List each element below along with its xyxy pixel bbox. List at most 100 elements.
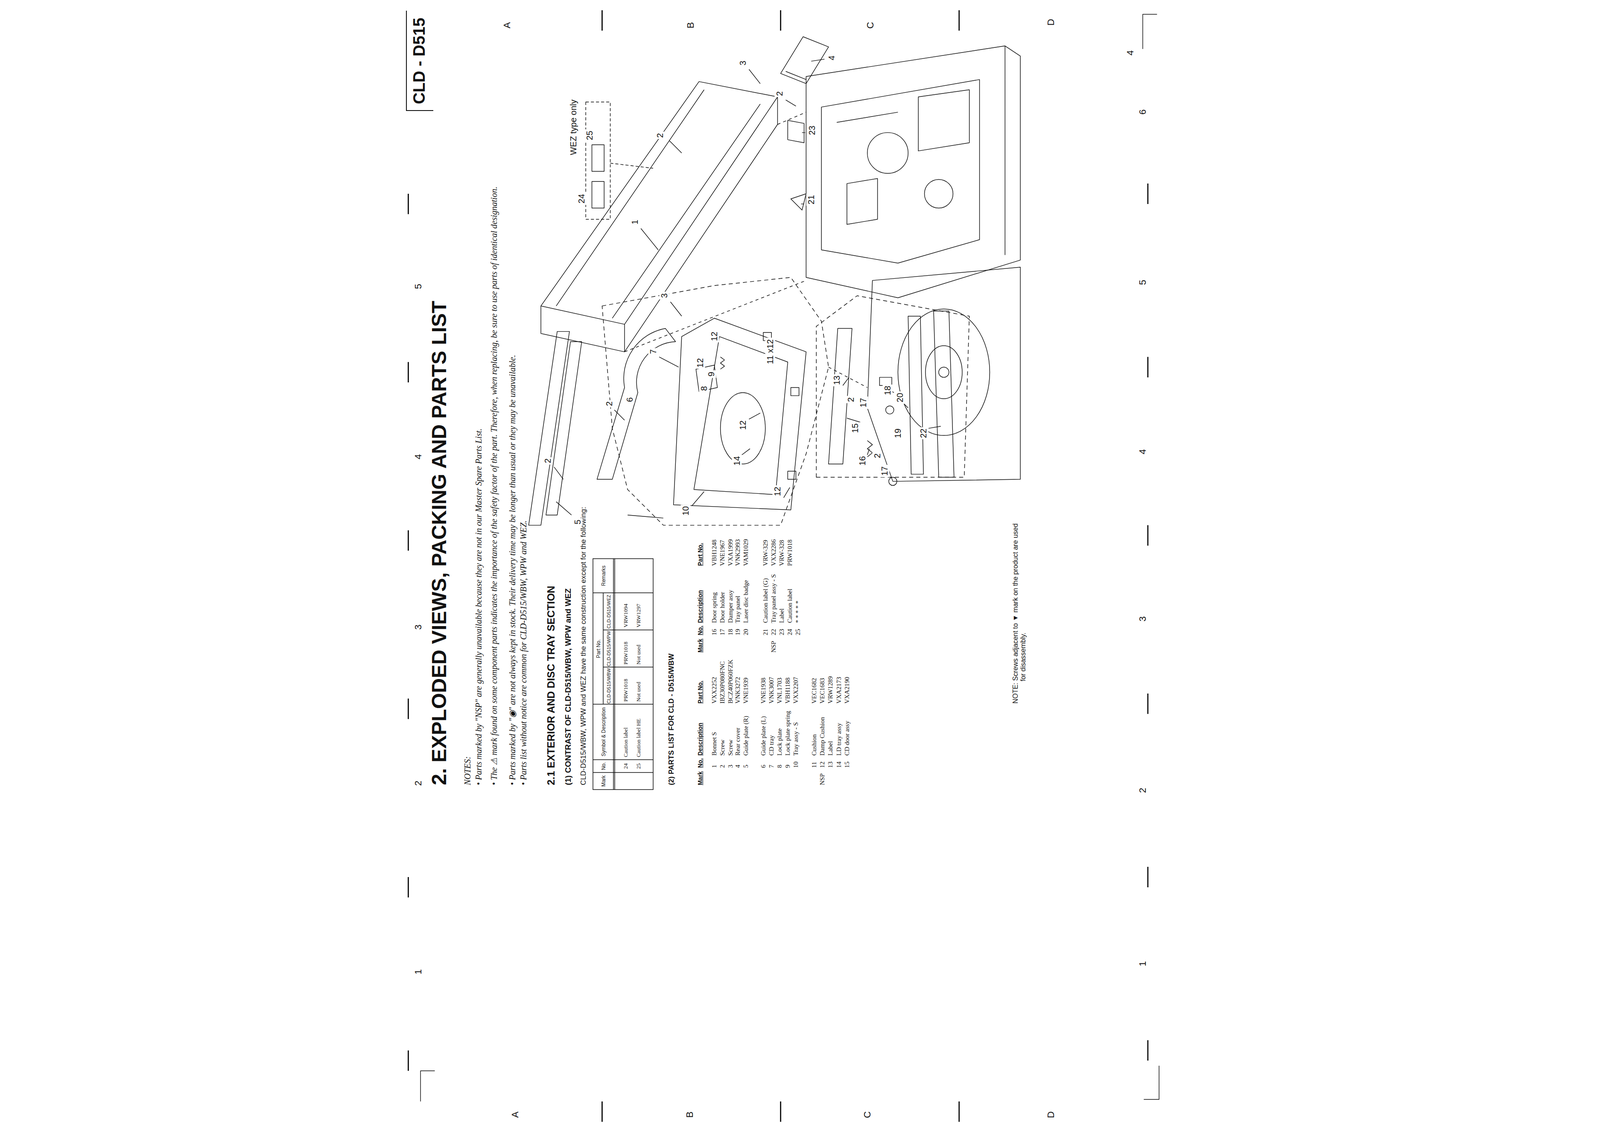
callout-number: 2 [846, 396, 856, 404]
callout-number: 24 [576, 192, 587, 205]
callout-number: 3 [737, 59, 748, 67]
table-header: Symbol & Description [600, 707, 607, 757]
table-header: No. [600, 762, 607, 771]
label-slot: 11 x12 [765, 338, 776, 366]
callout-number: 5 [572, 518, 583, 526]
label-slot: 10 [791, 761, 800, 768]
grid-marker: C [864, 21, 876, 29]
label-slot: CD tray [767, 735, 776, 757]
label-slot: 4 [1137, 449, 1149, 455]
label-slot: 12 [772, 485, 783, 498]
parts-list-text: LD tray assy [835, 723, 843, 757]
label-slot: 4 [1124, 50, 1136, 56]
label-slot: 5 [1137, 279, 1149, 285]
callout-number: 23 [807, 124, 818, 137]
parts-list-text: VEC1682 [810, 678, 818, 704]
label-slot: 8 [775, 764, 784, 769]
label-slot: NSP [769, 641, 778, 654]
parts-list-text: VRW-329 [762, 540, 770, 567]
label-slot: 3 [412, 624, 424, 630]
label-slot: 2 [718, 764, 727, 769]
parts-list-text: 13 [826, 761, 835, 768]
parts-list-text: Lock plate spring [784, 711, 792, 757]
label-slot: No. [696, 758, 704, 769]
grid-marker: 2 [412, 780, 424, 786]
label-slot: Damper assy [726, 589, 735, 624]
label-slot: Door spring [710, 592, 719, 624]
grid-marker: B [684, 1111, 696, 1119]
callout-number: 12 [709, 330, 720, 343]
callout-number: 25 [584, 129, 595, 142]
column-header: Part No. [696, 680, 704, 704]
label-slot: 2 [774, 90, 785, 98]
label-slot: Rear cover [733, 727, 742, 756]
label-slot: 18 [726, 628, 735, 636]
label-slot: 12 [737, 419, 748, 432]
note-text: • Parts marked by "NSP" are generally un… [473, 145, 484, 786]
label-slot: CLD-D515/WBW, WPW and WEZ have the same … [579, 507, 588, 786]
callout-number: 2 [872, 452, 883, 460]
column-header: Part No. [696, 543, 704, 567]
label-slot: Lock plate [775, 728, 784, 757]
callout-number: 4 [826, 54, 837, 62]
column-header: Description [696, 722, 704, 756]
parts-list-text: VAM1029 [742, 539, 750, 567]
projection-line [624, 112, 868, 388]
label-slot: Part No. [594, 639, 602, 659]
rail-drawing [528, 331, 582, 526]
parts-list-text: 23 [778, 628, 786, 636]
mechanism-drawing [924, 179, 954, 209]
label-slot: 5 [412, 283, 424, 290]
parts-list-text: VXA2173 [835, 677, 843, 704]
callout-number: 12 [694, 356, 705, 369]
label-slot: 10 [680, 505, 691, 517]
table-cell: 24 [622, 763, 630, 770]
callout-number: 15 [849, 422, 860, 435]
label-slot: Tray panel assy - S [769, 574, 778, 623]
parts-list-text: VRW1289 [826, 676, 835, 704]
label-slot: 17 [858, 396, 868, 409]
table-cell: Not used [635, 681, 643, 702]
table-cell: Not used [635, 644, 643, 665]
table-cell: PRW1018 [622, 679, 630, 702]
parts-list-text: VRW-328 [778, 540, 786, 567]
label-slot: 13 [826, 761, 835, 768]
label-slot: 1 [412, 969, 424, 975]
grid-marker: 1 [412, 969, 424, 975]
caution-label-drawing [592, 144, 605, 208]
callout-number: 17 [858, 396, 868, 409]
label-slot: 3 [726, 764, 735, 769]
grid-marker: C [861, 1111, 873, 1119]
parts-list-text: 8 [776, 764, 784, 769]
subsection-heading: (1) CONTRAST OF CLD-D515/WBW, WPW and WE… [563, 588, 573, 786]
parts-list-text: VNK3272 [734, 677, 742, 704]
label-slot: B [685, 22, 697, 29]
label-slot: (1) CONTRAST OF CLD-D515/WBW, WPW and WE… [563, 588, 573, 786]
label-slot: (2) PARTS LIST FOR CLD - D515/WBW [667, 653, 676, 786]
label-slot: CLD-D515/WBW [604, 668, 613, 704]
parts-list-text: BCZ40P060FZK [727, 659, 735, 704]
parts-list-text: PRW1018 [786, 539, 794, 567]
label-slot: 9 [783, 764, 792, 769]
label-slot: 20 [894, 391, 905, 404]
grid-marker: 6 [1137, 109, 1149, 115]
grid-marker: D [1045, 1111, 1057, 1119]
parts-list-text: Tray panel [734, 595, 742, 624]
label-slot: 18 [882, 384, 893, 397]
header-box: CLD - D515 [405, 10, 434, 111]
parts-list-text: 2 [718, 764, 727, 769]
label-slot: 1 [629, 218, 640, 226]
parts-list-text: Caution label [786, 588, 794, 623]
label-slot: VRW1289 [826, 676, 835, 704]
label-slot: VXX2252 [710, 677, 719, 704]
label-slot: VNK3007 [767, 677, 776, 704]
disc-hub [938, 367, 949, 378]
grid-marker: D [1045, 18, 1057, 26]
callout-number: 11 x12 [765, 338, 776, 366]
label-slot: Screw [718, 739, 727, 757]
label-slot: PRW1018 [621, 679, 630, 702]
parts-list-text: Damper assy [727, 589, 735, 624]
callout-number: 2 [604, 400, 614, 408]
parts-list-text: NSP [770, 641, 778, 654]
label-slot: C [864, 21, 876, 29]
